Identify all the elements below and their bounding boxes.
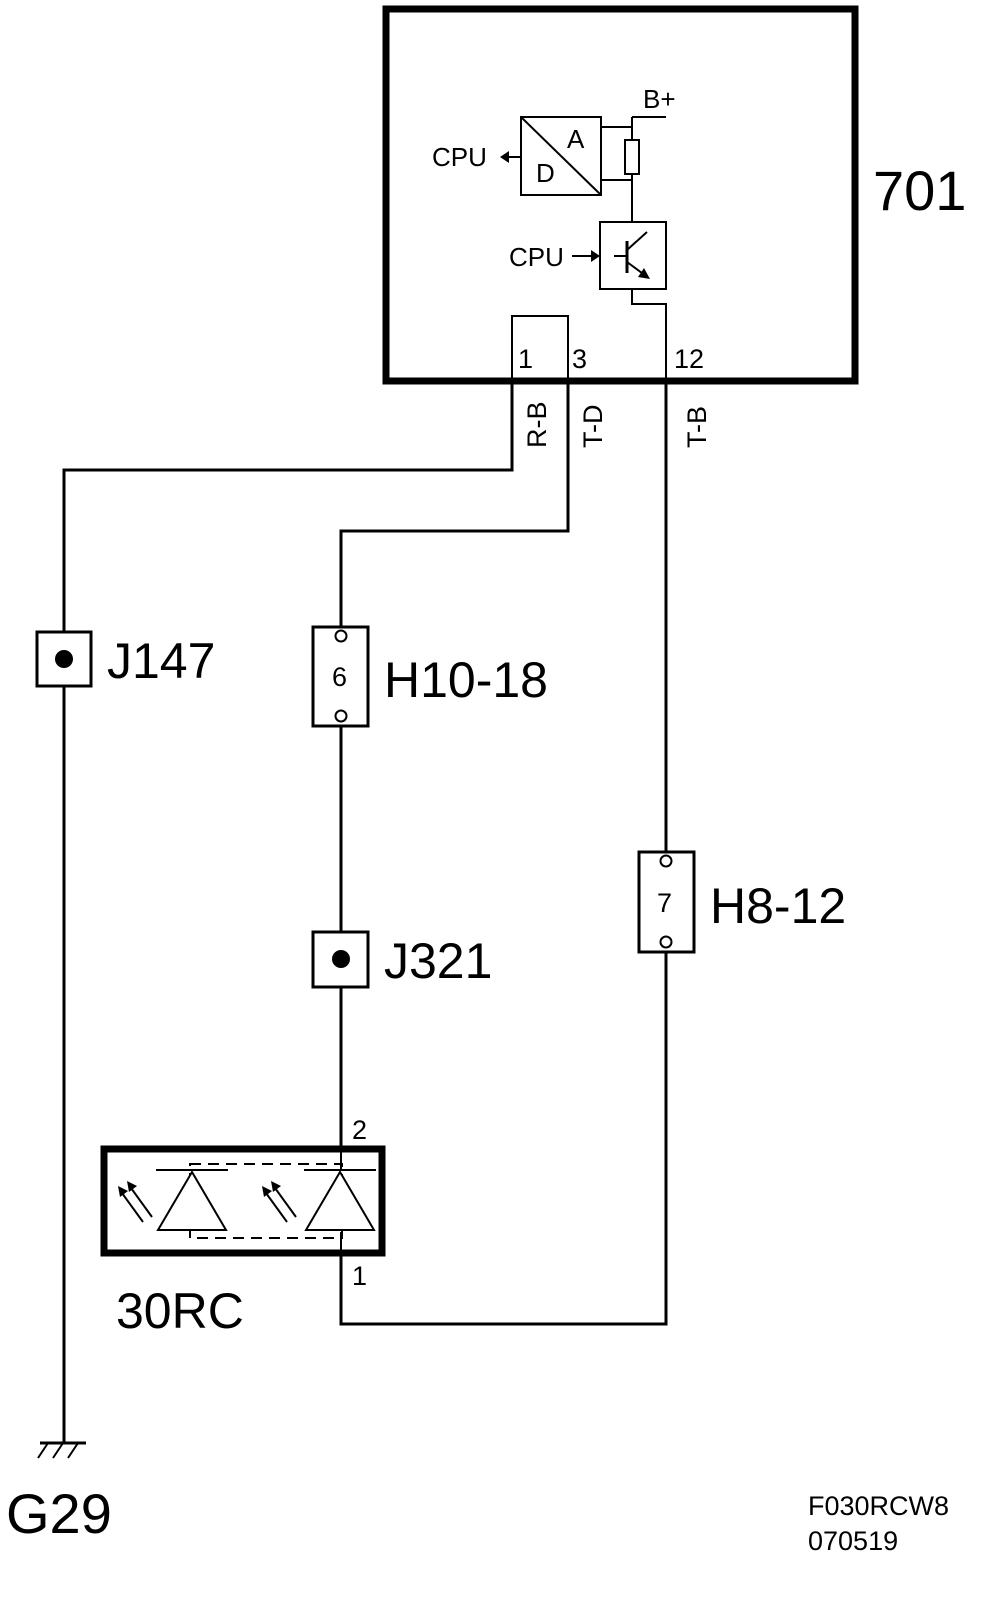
wire-r-b: [62, 381, 514, 1442]
connector-h8-12-pin: 7: [657, 888, 672, 918]
wire-30rc-return: [339, 952, 668, 1326]
diagram-date: 070519: [808, 1526, 898, 1556]
cpu-output-label: CPU: [432, 142, 487, 172]
transistor-driver: [599, 221, 667, 290]
ad-converter-d-label: D: [536, 158, 555, 188]
ad-converter-a-label: A: [567, 124, 585, 154]
ground-g29: G29: [6, 1441, 112, 1545]
connector-h8-12-label: H8-12: [710, 878, 846, 934]
cpu-input-label: CPU: [509, 242, 564, 272]
wire-label-r-b: R-B: [522, 402, 552, 449]
module-701-label: 701: [873, 159, 966, 222]
junction-j147-label: J147: [107, 633, 215, 689]
wire-label-t-b: T-B: [682, 406, 712, 448]
module-701: 701 A D CPU B+ CPU: [382, 5, 966, 385]
junction-j147: J147: [35, 630, 215, 689]
connector-h10-18-label: H10-18: [384, 652, 548, 708]
ground-g29-label: G29: [6, 1482, 112, 1545]
module-pin-12: 12: [674, 344, 704, 374]
wires: [62, 381, 668, 1442]
module-pin-1: 1: [518, 344, 533, 374]
connector-h10-18-pin: 6: [332, 662, 347, 692]
wire-label-t-d: T-D: [578, 405, 608, 449]
cpu-output-arrow-icon: [500, 151, 509, 163]
wire-t-d: [339, 381, 570, 627]
cpu-input-arrow-icon: [591, 250, 600, 262]
ad-converter: A D: [520, 116, 602, 196]
component-30rc-pin-1: 1: [352, 1261, 367, 1291]
diagram-code: F030RCW8: [808, 1491, 949, 1521]
junction-j321-label: J321: [384, 933, 492, 989]
component-30rc-label: 30RC: [116, 1283, 244, 1339]
resistor-icon: [624, 139, 640, 175]
module-701-box: [382, 5, 859, 385]
connector-h8-12: 7 H8-12: [637, 850, 846, 954]
transistor-emitter-arrow-icon: [638, 268, 650, 279]
led-icon: [118, 1169, 228, 1231]
component-30rc-pin-2: 2: [352, 1115, 367, 1145]
component-30rc: 2 1 30RC: [100, 1115, 386, 1339]
module-pin-3: 3: [572, 344, 587, 374]
connector-h10-18: 6 H10-18: [311, 625, 548, 728]
junction-j321: J321: [311, 930, 492, 989]
led-icon: [262, 1169, 376, 1231]
b-plus-label: B+: [643, 84, 676, 114]
